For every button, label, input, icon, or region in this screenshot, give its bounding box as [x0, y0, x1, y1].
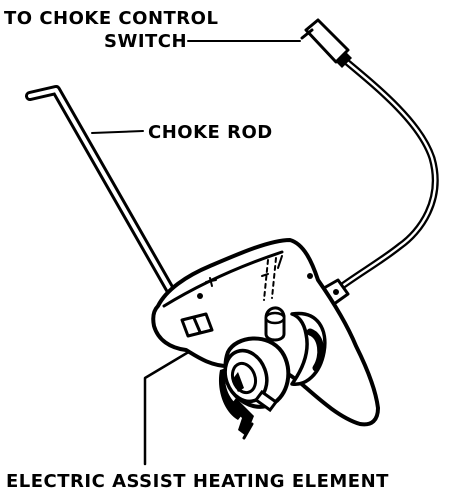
rivet — [197, 293, 203, 299]
label-switch: SWITCH — [104, 31, 187, 52]
ground-strap — [230, 389, 279, 440]
spindle-shaft — [264, 306, 286, 342]
choke-lever — [180, 312, 214, 338]
wire-connector — [300, 18, 352, 68]
choke-rod-leader-line — [91, 130, 144, 134]
label-heating-element: ELECTRIC ASSIST HEATING ELEMENT — [6, 471, 389, 492]
label-to-choke-control: TO CHOKE CONTROL — [4, 8, 218, 29]
rivet — [307, 273, 313, 279]
heating-element-leader-line — [143, 342, 204, 466]
choke-rod — [25, 85, 181, 305]
label-choke-rod: CHOKE ROD — [148, 122, 273, 143]
switch-wire — [330, 54, 439, 296]
heat-shield-bracket — [290, 311, 327, 386]
heating-element-coil — [218, 336, 291, 420]
